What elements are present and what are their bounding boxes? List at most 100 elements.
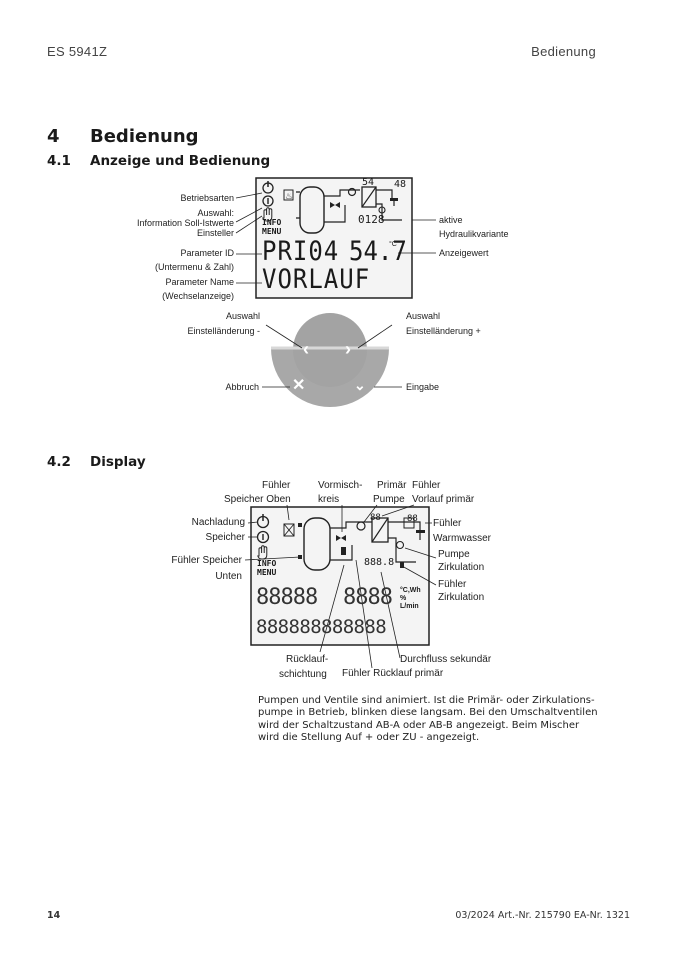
label-auswahl-left-2: Einstelländerung - [187, 326, 260, 336]
label-pumpe-zirk-1: Pumpe [438, 549, 470, 560]
lcd-units-2: % [400, 595, 407, 602]
heat-exchanger-icon [371, 517, 389, 543]
circulation-pump-icon [395, 540, 405, 550]
label-fuehler-oben-1: Fühler [262, 480, 291, 491]
mixer-valve-icon [330, 202, 340, 208]
storage-tank [299, 186, 325, 234]
label-auswahl-left-1: Auswahl [225, 311, 260, 321]
lcd-bottom-row: 888888888888 [256, 616, 387, 638]
chapter-title: Bedienung [90, 126, 199, 147]
label-parameter-id-sub: (Untermenu & Zahl) [154, 262, 234, 272]
confirm-chevron-icon: ⌄ [354, 377, 366, 393]
mixer-valve-icon [336, 535, 346, 541]
flame-box [283, 189, 294, 201]
label-ruecklauf-1: Rücklauf- [286, 654, 329, 665]
label-vormisch-2: kreis [318, 494, 340, 505]
reload-box [283, 523, 295, 537]
lcd-small-digits-right: 88 [407, 514, 418, 524]
label-fuehler-oben-2: Speicher Oben [224, 494, 291, 505]
lcd-param-name: VORLAUF [262, 263, 371, 295]
lcd-value: 54.7 [349, 235, 407, 267]
warmwater-sensor-box [403, 517, 415, 529]
display-diagram: ♨ [235, 177, 436, 407]
lcd-big-right: 8888 [343, 585, 393, 610]
hand-icon [257, 545, 268, 560]
lcd-frame [255, 177, 413, 299]
label-speicher-unten-1: Fühler Speicher [171, 555, 242, 566]
lcd-frame-full [250, 506, 430, 646]
chapter-heading: 4 Bedienung [47, 126, 199, 147]
lcd-menu-label: MENU [257, 568, 277, 577]
lcd-small-digits: 88 [370, 513, 381, 523]
label-fuehler-ruecklauf: Fühler Rücklauf primär [342, 668, 444, 679]
label-aktive-1: aktive [439, 215, 463, 225]
segment-diagram [244, 504, 437, 669]
description-paragraph: Pumpen und Ventile sind animiert. Ist di… [258, 695, 598, 743]
label-einsteller: Einsteller [196, 228, 234, 238]
header-section: Bedienung [531, 44, 596, 59]
label-ruecklauf-2: schichtung [279, 669, 327, 680]
chapter-number: 4 [47, 126, 60, 147]
label-primaer-1: Primär [377, 480, 407, 491]
label-auswahl-2: Information Soll-Istwerte [136, 218, 234, 228]
footer-info: 03/2024 Art.-Nr. 215790 EA-Nr. 1321 [455, 910, 630, 921]
display-segments-figure: INFO MENU 88 88 888.8 88888 8888 °C,Wh %… [171, 480, 492, 680]
cancel-x-icon: ✕ [292, 377, 306, 394]
left-arrow-icon: ‹ [303, 339, 309, 359]
control-wheel [271, 313, 389, 407]
page-number: 14 [47, 910, 61, 921]
label-warmwasser-2: Warmwasser [433, 533, 491, 544]
section-4-2-heading: 4.2 Display [47, 454, 146, 470]
display-controls-figure: ♨ INFO [0, 0, 678, 420]
section-number: 4.1 [47, 153, 71, 169]
label-vormisch-1: Vormisch- [318, 480, 363, 491]
return-layering-icon [341, 547, 346, 555]
label-durchfluss: Durchfluss sekundär [400, 654, 492, 665]
label-eingabe: Eingabe [406, 382, 440, 392]
section-title: Display [90, 454, 146, 470]
label-fuehler-zirk-1: Fühler [438, 579, 467, 590]
lcd-info-label: INFO [257, 559, 277, 568]
lcd-variant: 0128 [358, 213, 385, 226]
tap-icon [390, 198, 398, 201]
mode-icon [262, 195, 274, 207]
label-vorlauf-2: Vorlauf primär [412, 494, 475, 505]
primary-pump-icon [356, 521, 366, 531]
label-pumpe-zirk-2: Zirkulation [438, 562, 485, 573]
label-primaer-2: Pumpe [373, 494, 405, 505]
power-icon [262, 181, 274, 194]
lcd-units: °C,Wh [400, 587, 421, 594]
power-icon [256, 514, 270, 529]
tap-icon [416, 530, 425, 533]
label-betriebsarten: Betriebsarten [180, 193, 234, 203]
lcd-temp-right: 48 [394, 179, 407, 190]
lcd-unit: °C [389, 241, 397, 248]
section-number: 4.2 [47, 454, 71, 470]
mode-icon [256, 530, 270, 544]
label-vorlauf-1: Fühler [412, 480, 441, 491]
lcd-mid-digits: 888.8 [364, 557, 395, 568]
label-aktive-2: Hydraulikvariante [439, 229, 509, 239]
section-4-1-heading: 4.1 Anzeige und Bedienung [47, 153, 270, 169]
lcd-menu-label: MENU [262, 227, 282, 236]
lcd-param-id: PRI04 [262, 235, 340, 267]
label-parameter-name: Parameter Name [165, 277, 234, 287]
flame-icon: ♨ [285, 191, 293, 201]
right-arrow-icon: › [345, 339, 351, 359]
heat-exchanger-icon [361, 186, 377, 208]
label-speicher-unten-2: Unten [215, 571, 242, 582]
header-product: ES 5941Z [47, 44, 108, 59]
label-auswahl-right-1: Auswahl [406, 311, 441, 321]
label-speicher: Speicher [205, 532, 245, 543]
lcd-big-left: 88888 [256, 585, 318, 610]
label-warmwasser-1: Fühler [433, 518, 462, 529]
section-title: Anzeige und Bedienung [90, 153, 271, 169]
lcd-info-label: INFO [262, 218, 282, 227]
label-parameter-name-sub: (Wechselanzeige) [162, 291, 234, 301]
pump-icon [347, 187, 357, 197]
label-abbruch: Abbruch [225, 382, 259, 392]
hand-icon [262, 207, 273, 222]
label-auswahl-right-2: Einstelländerung + [406, 326, 481, 336]
label-parameter-id: Parameter ID [180, 248, 234, 258]
label-fuehler-zirk-2: Zirkulation [438, 592, 485, 603]
